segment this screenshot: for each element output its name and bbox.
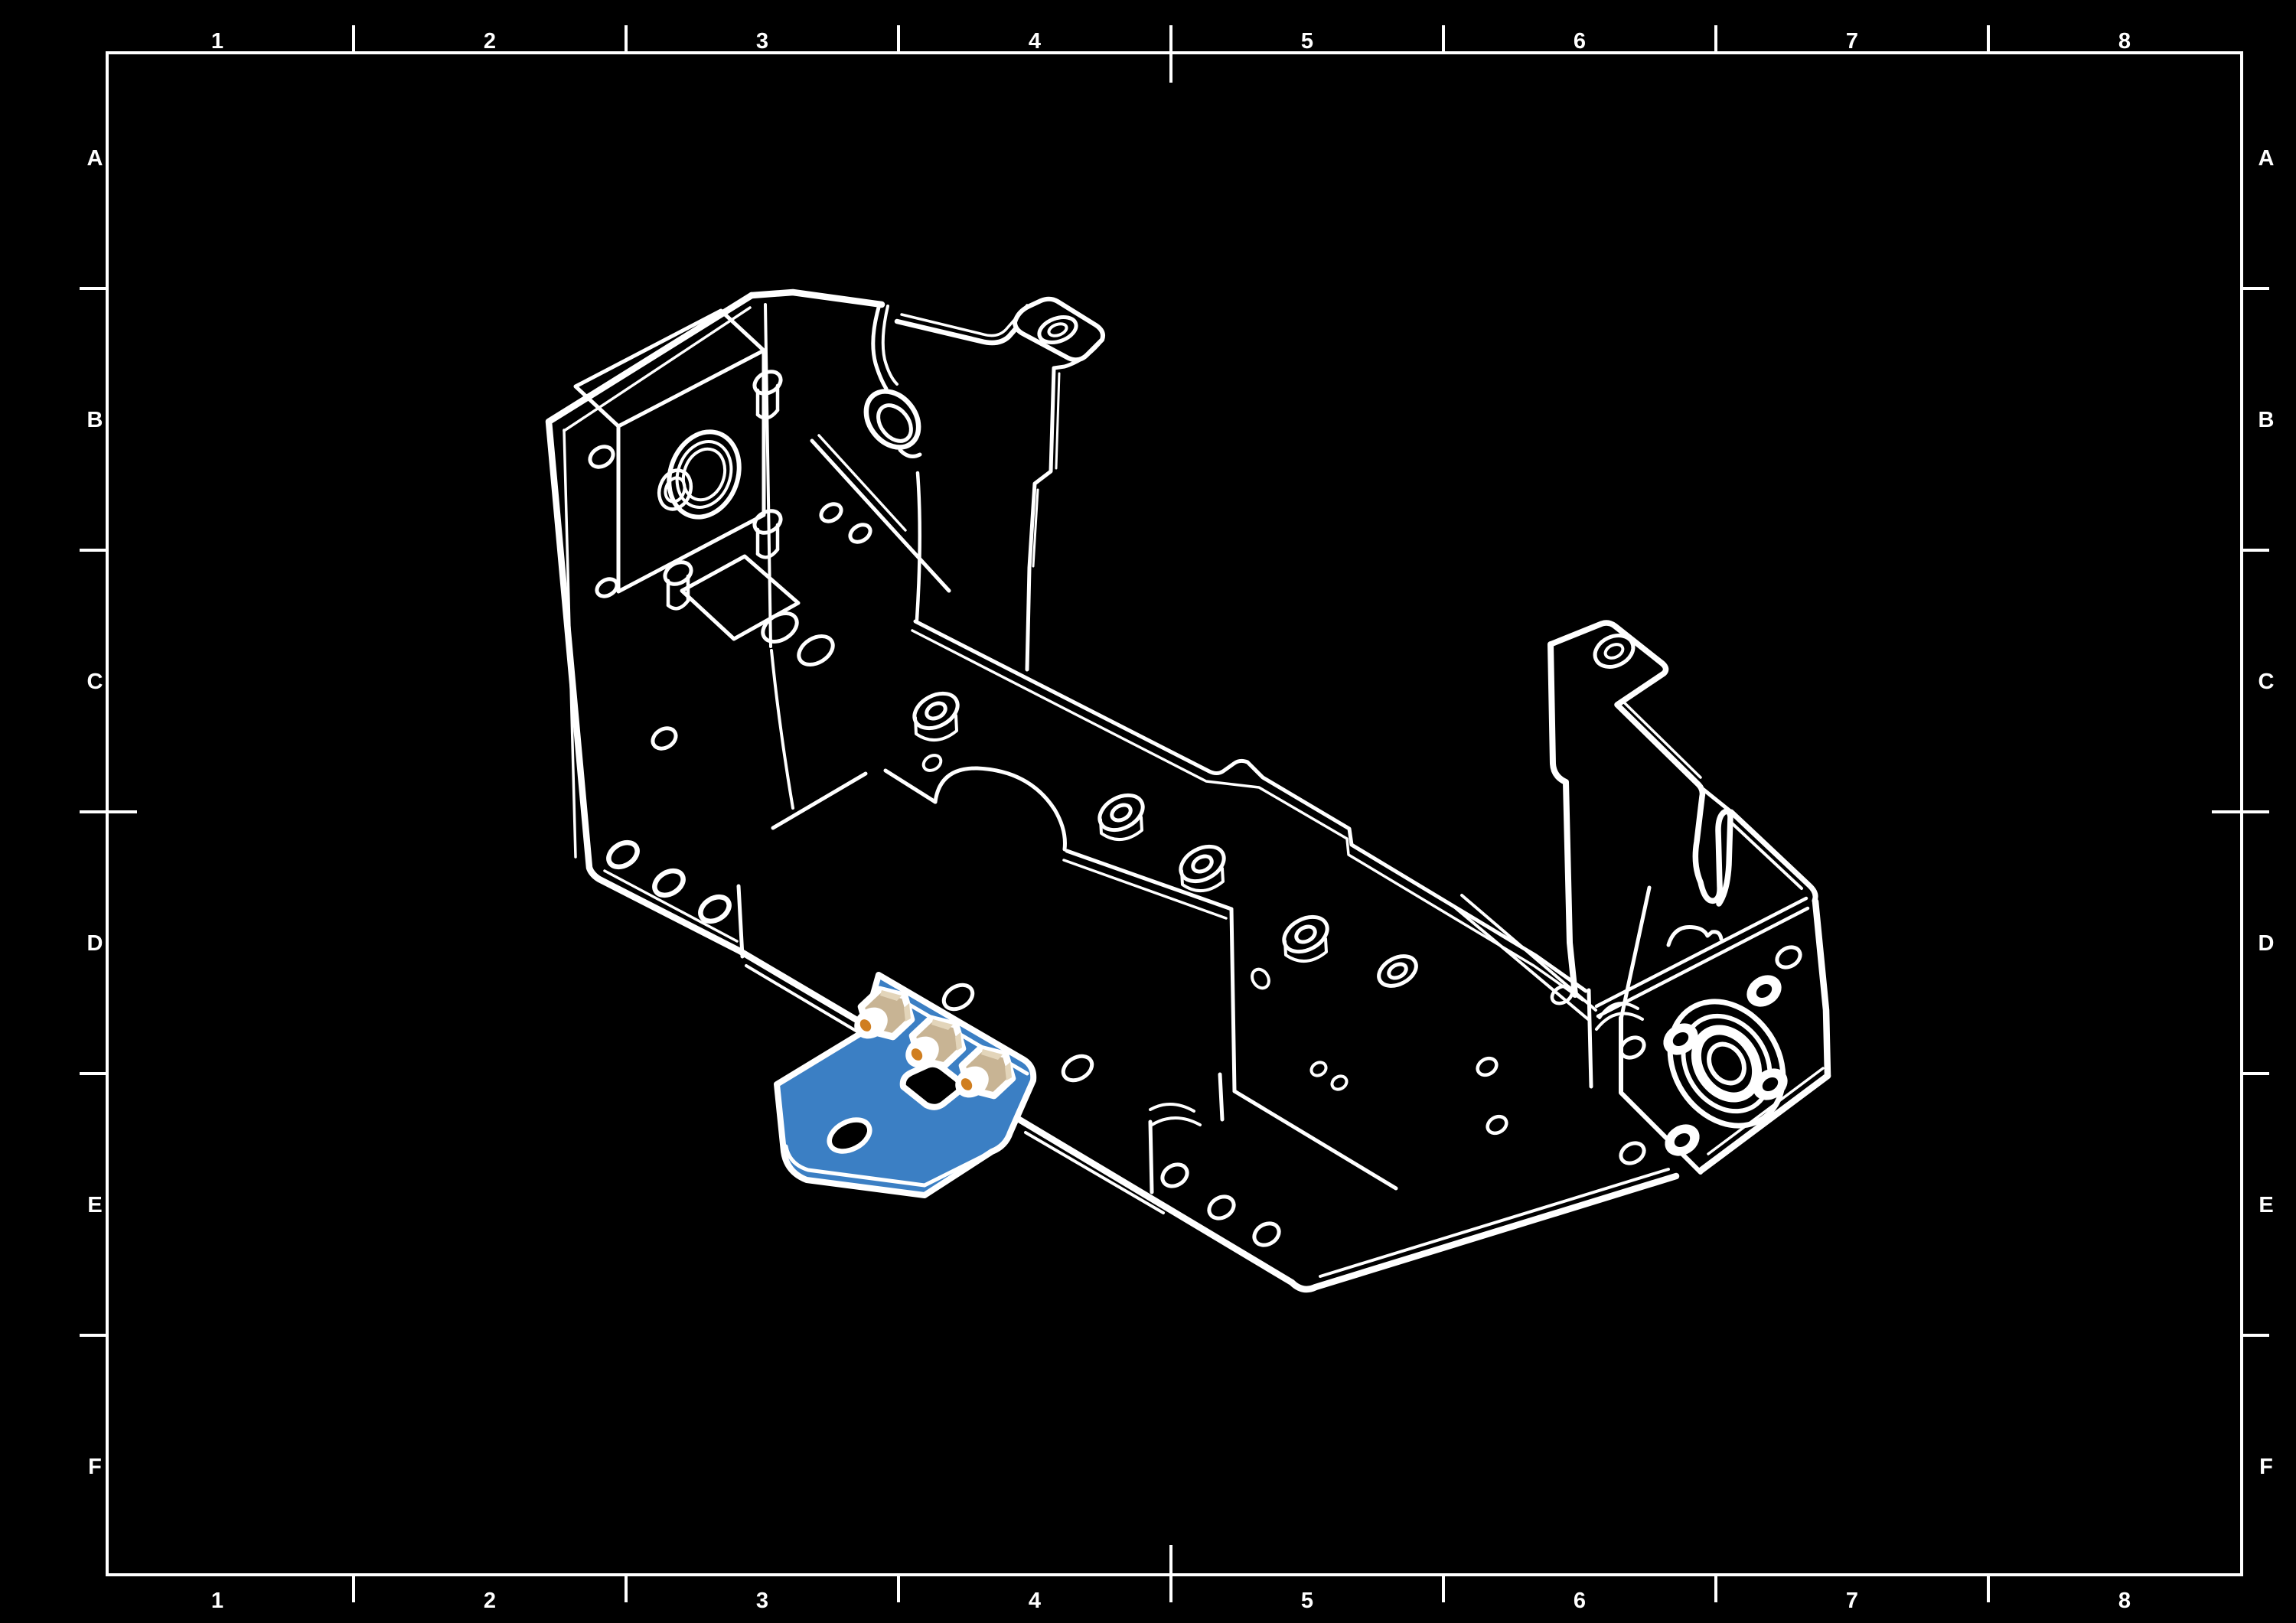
svg-text:6: 6 [1574, 29, 1586, 54]
svg-text:8: 8 [2118, 1589, 2131, 1613]
svg-text:4: 4 [1029, 29, 1041, 54]
svg-text:F: F [88, 1455, 102, 1479]
svg-text:3: 3 [756, 29, 768, 54]
svg-text:A: A [87, 146, 103, 171]
svg-text:5: 5 [1301, 29, 1313, 54]
svg-text:7: 7 [1846, 1589, 1858, 1613]
svg-text:7: 7 [1846, 29, 1858, 54]
svg-text:B: B [2258, 408, 2275, 432]
svg-text:F: F [2259, 1455, 2273, 1479]
svg-text:C: C [87, 670, 103, 694]
svg-text:8: 8 [2118, 29, 2131, 54]
svg-text:6: 6 [1574, 1589, 1586, 1613]
svg-text:3: 3 [756, 1589, 768, 1613]
svg-text:2: 2 [484, 1589, 496, 1613]
svg-text:4: 4 [1029, 1589, 1041, 1613]
svg-text:2: 2 [484, 29, 496, 54]
svg-text:D: D [2258, 931, 2275, 956]
svg-text:1: 1 [211, 1589, 223, 1613]
svg-text:B: B [87, 408, 103, 432]
svg-text:D: D [87, 931, 103, 956]
svg-text:A: A [2258, 146, 2275, 171]
svg-text:C: C [2258, 670, 2275, 694]
svg-text:1: 1 [211, 29, 223, 54]
svg-text:5: 5 [1301, 1589, 1313, 1613]
svg-text:E: E [87, 1193, 102, 1217]
svg-text:E: E [2258, 1193, 2273, 1217]
